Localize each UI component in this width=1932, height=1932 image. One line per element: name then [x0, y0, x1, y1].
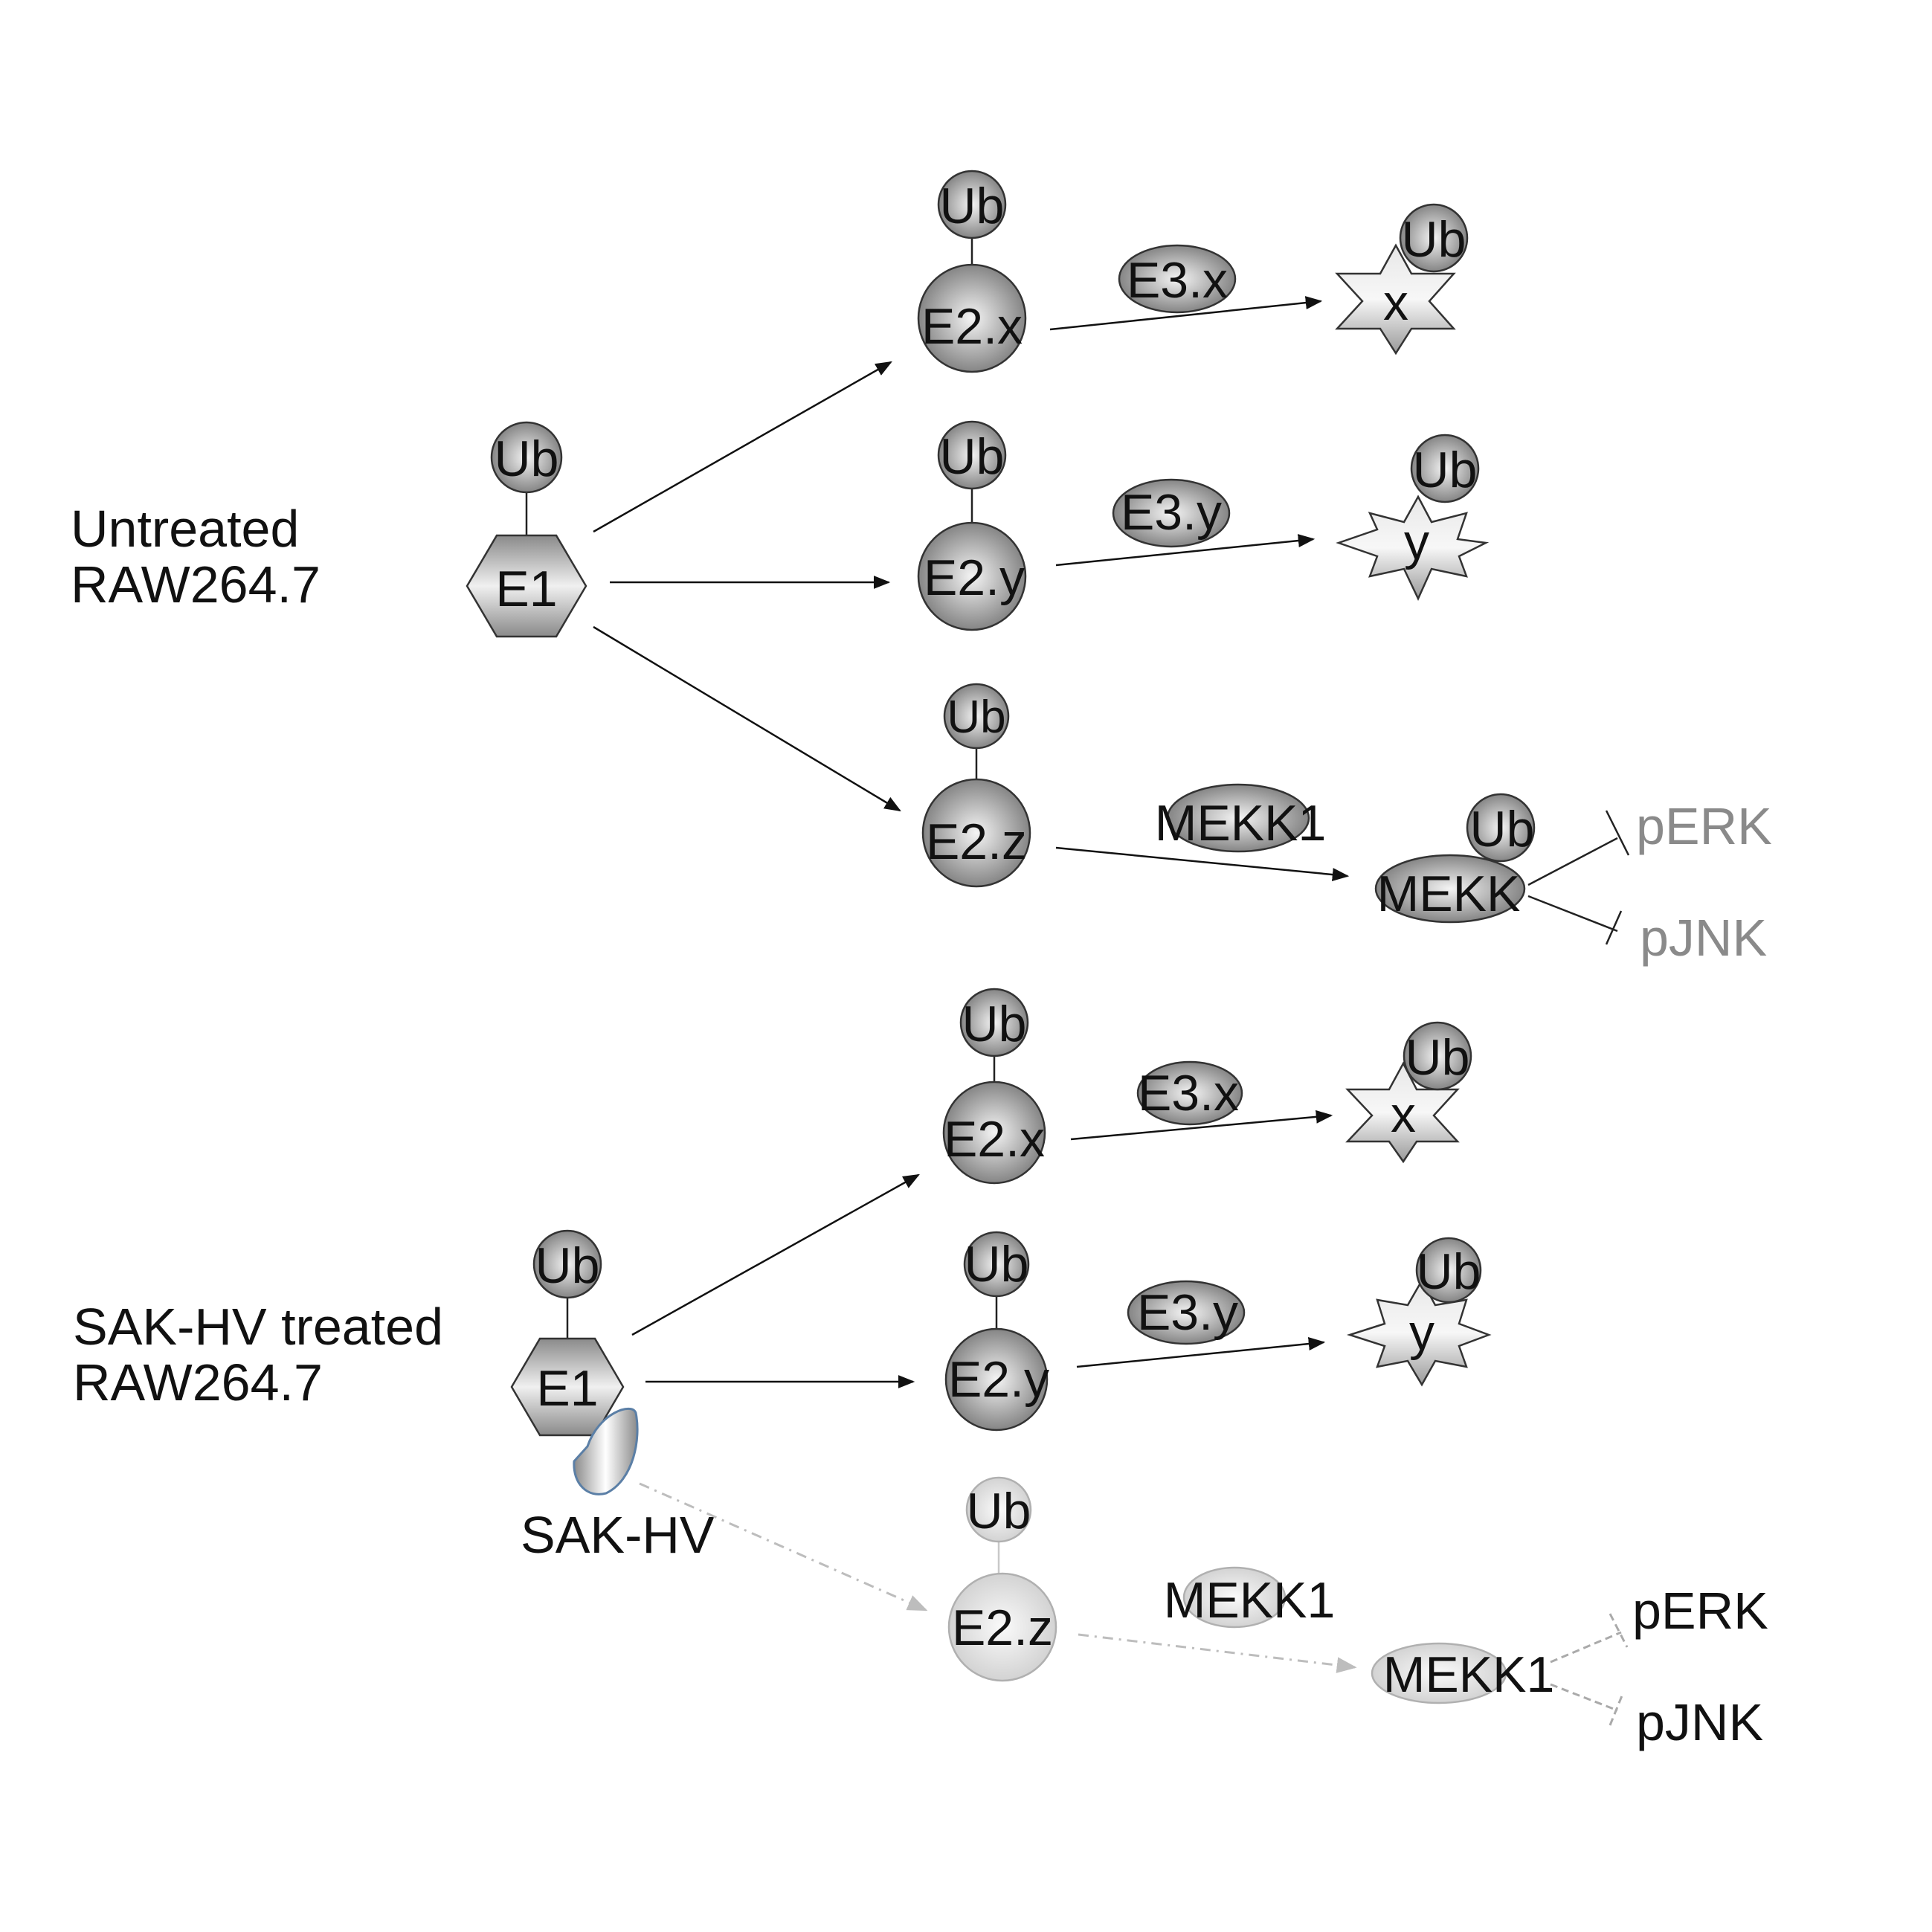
treated-pjnk-tbar [1609, 1693, 1624, 1726]
untreated-label-line2: RAW264.7 [71, 556, 321, 614]
y-ub-node [1410, 434, 1480, 503]
e2z-label: E2.z [926, 814, 1027, 870]
treated-y-ub-node [1415, 1237, 1482, 1304]
treated-e3y-label: E3.y [1137, 1284, 1238, 1341]
e1-label: E1 [495, 561, 557, 617]
treated-x-substrate-node [1345, 1061, 1460, 1164]
mekk-ub-node [1466, 793, 1536, 863]
perk-label-inhibited: pERK [1636, 797, 1772, 855]
e1-node [466, 534, 587, 638]
treated-x-ub-label: Ub [1405, 1029, 1470, 1086]
treated-e1-to-e2z-faint-arrow [639, 1482, 928, 1611]
perk-tbar [1605, 810, 1630, 856]
mekk-to-perk-inhibition [1527, 837, 1618, 886]
e2z-ub-node [943, 683, 1010, 750]
e3x-label: E3.x [1127, 252, 1228, 309]
treated-e2z-ub-label: Ub [967, 1483, 1031, 1539]
e2x-ub-node [937, 170, 1007, 239]
treated-mekk1-enzyme-node [1182, 1566, 1287, 1629]
untreated-panel: Untreated RAW264.7 Ub E1 Ub E2.x E3.x x … [71, 170, 1772, 967]
treated-mekk1-enzyme-label: MEKK1 [1164, 1572, 1336, 1629]
treated-e1-label: E1 [536, 1360, 598, 1417]
e3y-label: E3.y [1121, 484, 1222, 541]
e2y-node [917, 521, 1027, 631]
e2x-to-x-arrow [1049, 296, 1323, 331]
treated-e1-node [510, 1337, 625, 1437]
treated-mekk1-target-node [1371, 1642, 1507, 1704]
x-ub-label: Ub [1402, 211, 1466, 268]
e2y-ub-label: Ub [940, 428, 1005, 485]
treated-label-line1: SAK-HV treated [73, 1298, 443, 1356]
treated-e3x-label: E3.x [1138, 1065, 1239, 1121]
treated-panel: SAK-HV treated RAW264.7 Ub E1 SAK-HV Ub … [73, 988, 1768, 1751]
e2x-label: E2.x [921, 298, 1023, 355]
treated-e2x-node [942, 1081, 1046, 1185]
treated-e2y-ub-node [963, 1231, 1030, 1298]
treated-e1-ub-node [532, 1229, 602, 1299]
e1-to-e2z-arrow [593, 625, 901, 812]
e2x-node [917, 263, 1027, 373]
x-ub-node [1399, 203, 1469, 273]
y-substrate-node [1336, 495, 1490, 601]
treated-e3x-node [1136, 1060, 1243, 1126]
treated-e2y-to-y-arrow [1076, 1337, 1326, 1368]
treated-label-line2: RAW264.7 [73, 1353, 323, 1411]
treated-y-substrate-label: y [1409, 1304, 1434, 1361]
x-substrate-label: x [1383, 274, 1408, 331]
treated-e2y-label: E2.y [948, 1351, 1049, 1408]
y-substrate-label: y [1404, 514, 1429, 570]
treated-mekk1-to-perk-faint [1550, 1631, 1622, 1664]
treated-perk-label: pERK [1632, 1582, 1768, 1640]
treated-e2x-ub-node [959, 988, 1029, 1057]
treated-e2y-ub-label: Ub [965, 1236, 1029, 1292]
treated-e2z-to-mekk1-faint-arrow [1078, 1633, 1357, 1673]
treated-e2z-node [947, 1572, 1057, 1682]
e2x-ub-label: Ub [940, 178, 1005, 234]
treated-e2x-to-x-arrow [1070, 1110, 1333, 1141]
e2y-ub-node [937, 420, 1007, 490]
treated-mekk1-target-label: MEKK1 [1383, 1646, 1555, 1703]
treated-e1-ub-label: Ub [535, 1237, 600, 1294]
untreated-label-line1: Untreated [71, 500, 299, 558]
sakhv-node [573, 1407, 639, 1495]
sakhv-label: SAK-HV [521, 1506, 715, 1564]
e2z-node [921, 778, 1031, 888]
e3y-node [1112, 478, 1231, 548]
e2y-label: E2.y [924, 550, 1025, 606]
pjnk-tbar [1605, 910, 1623, 945]
y-ub-label: Ub [1413, 442, 1478, 498]
e1-to-e2x-arrow [593, 361, 892, 533]
e2z-to-mekk-arrow [1055, 846, 1350, 882]
treated-pjnk-label: pJNK [1636, 1693, 1763, 1751]
e2y-to-y-arrow [1055, 534, 1316, 567]
treated-e2y-node [944, 1327, 1049, 1432]
treated-e2x-ub-label: Ub [962, 996, 1027, 1052]
mekk-target-label: MEKK [1377, 866, 1521, 922]
treated-perk-tbar [1609, 1613, 1629, 1648]
treated-e2z-ub-node [965, 1476, 1032, 1543]
e3x-node [1118, 244, 1237, 314]
mekk-to-pjnk-inhibition [1527, 895, 1618, 933]
pjnk-label-inhibited: pJNK [1640, 909, 1767, 967]
mekk1-enzyme-label: MEKK1 [1155, 795, 1327, 851]
treated-x-substrate-label: x [1391, 1086, 1416, 1143]
treated-e1-to-e2x-arrow [631, 1173, 920, 1336]
treated-mekk1-to-pjnk-faint [1550, 1683, 1618, 1712]
x-substrate-node [1335, 243, 1456, 355]
treated-e2z-label: E2.z [952, 1600, 1053, 1656]
mekk-ub-label: Ub [1470, 801, 1535, 857]
treated-y-substrate-node [1346, 1278, 1492, 1387]
treated-y-ub-label: Ub [1417, 1243, 1481, 1300]
e1-ub-label: Ub [495, 431, 559, 487]
treated-x-ub-node [1403, 1021, 1472, 1091]
mekk-target-node [1374, 854, 1526, 924]
treated-e2x-label: E2.x [944, 1111, 1045, 1168]
e1-ub-node [490, 421, 563, 494]
e2z-ub-label: Ub [947, 692, 1005, 743]
treated-e3y-node [1127, 1280, 1246, 1345]
mekk1-enzyme-node [1166, 783, 1310, 853]
